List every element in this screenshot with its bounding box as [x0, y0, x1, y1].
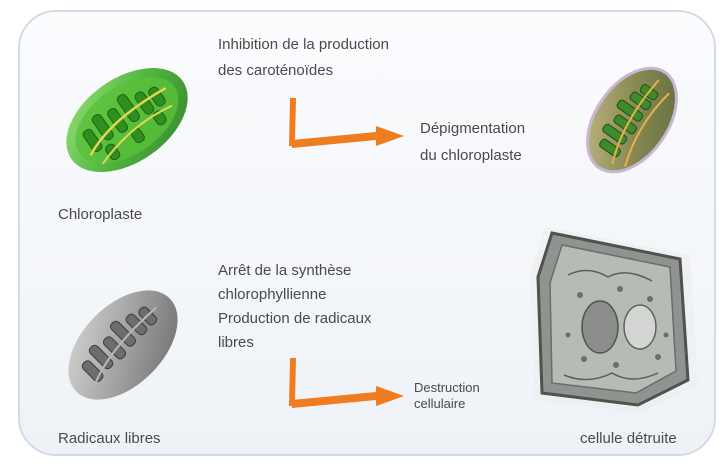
- grey-chloroplast-image: [48, 270, 198, 420]
- green-chloroplast-image: [52, 50, 202, 190]
- synthesis-stop-line2: chlorophyllienne: [218, 284, 326, 306]
- depigmentation-line2: du chloroplaste: [420, 145, 522, 167]
- depigmentation-line1: Dépigmentation: [420, 118, 525, 140]
- chloroplast-caption: Chloroplaste: [58, 204, 142, 226]
- radical-production-line1: Production de radicaux: [218, 308, 371, 330]
- depigmented-chloroplast-image: [570, 55, 695, 185]
- synthesis-stop-line1: Arrêt de la synthèse: [218, 260, 351, 282]
- destroyed-cell-image: [520, 215, 710, 420]
- carotenoid-inhibition-line2: des caroténoïdes: [218, 60, 333, 82]
- depigmentation-arrow: [280, 96, 406, 154]
- cell-destruction-line2: cellulaire: [414, 396, 465, 412]
- carotenoid-inhibition-line1: Inhibition de la production: [218, 34, 389, 56]
- cell-destruction-line1: Destruction: [414, 380, 480, 396]
- destroyed-cell-caption: cellule détruite: [580, 428, 677, 450]
- cell-destruction-arrow: [280, 356, 406, 414]
- free-radicals-caption: Radicaux libres: [58, 428, 161, 450]
- radical-production-line2: libres: [218, 332, 254, 354]
